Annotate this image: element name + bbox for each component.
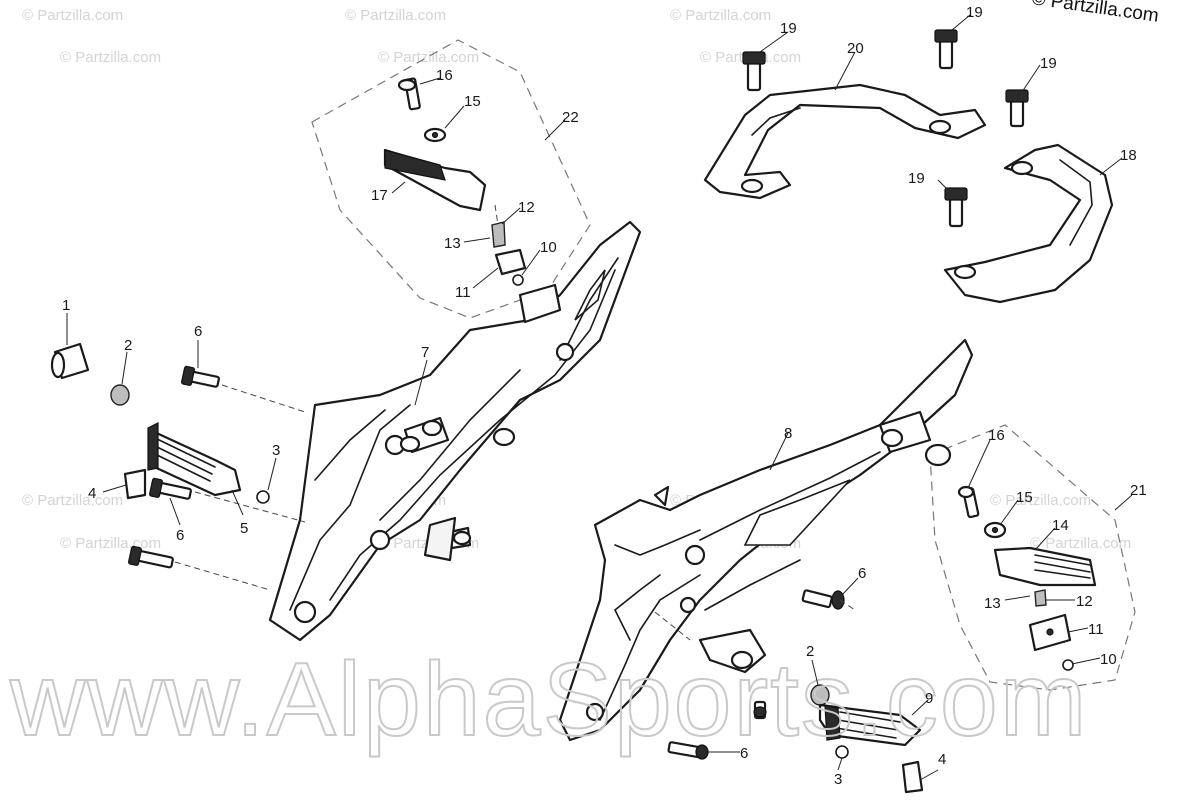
callout-13-right: 13 — [984, 595, 1001, 612]
callout-10-top: 10 — [540, 239, 557, 256]
callout-15-top: 15 — [464, 93, 481, 110]
callout-16-top: 16 — [436, 67, 453, 84]
left-footpeg-assembly — [50, 342, 306, 591]
rear-footpeg-assembly — [957, 485, 1097, 671]
callout-4-right: 4 — [938, 751, 946, 768]
callout-6-d: 6 — [740, 745, 748, 762]
alphasports-watermark: www.AlphaSports.com — [9, 642, 1088, 758]
callout-labels: 1 2 6 3 4 5 6 7 16 15 17 12 13 10 11 22 … — [62, 4, 1147, 788]
callout-9: 9 — [925, 690, 933, 707]
callout-6-a: 6 — [194, 323, 202, 340]
callout-19-a: 19 — [780, 20, 797, 37]
callout-7: 7 — [421, 344, 429, 361]
callout-19-d: 19 — [908, 170, 925, 187]
watermark: © Partzilla.com — [60, 49, 161, 66]
callout-leaders — [66, 14, 1133, 781]
callout-1: 1 — [62, 297, 70, 314]
callout-6-c: 6 — [858, 565, 866, 582]
callout-18: 18 — [1120, 147, 1137, 164]
callout-3-right: 3 — [834, 771, 842, 788]
callout-14: 14 — [1052, 517, 1069, 534]
callout-2-right: 2 — [806, 643, 814, 660]
callout-17: 17 — [371, 187, 388, 204]
right-footpeg-assembly — [654, 589, 924, 794]
grab-rail-rear — [943, 143, 1114, 304]
callout-12-top: 12 — [518, 199, 535, 216]
callout-5: 5 — [240, 520, 248, 537]
watermark: © Partzilla.com — [22, 7, 123, 24]
grab-rail-bolts — [742, 29, 1029, 228]
callout-4-left: 4 — [88, 485, 96, 502]
callout-19-c: 19 — [1040, 55, 1057, 72]
callout-16-right: 16 — [988, 427, 1005, 444]
callout-6-b: 6 — [176, 527, 184, 544]
callout-19-b: 19 — [966, 4, 983, 21]
left-footpeg-bracket — [268, 220, 642, 642]
watermark: © Partzilla.com — [1030, 535, 1131, 552]
callout-13-top: 13 — [444, 235, 461, 252]
callout-2-left: 2 — [124, 337, 132, 354]
callout-10-right: 10 — [1100, 651, 1117, 668]
right-footpeg-bracket — [558, 338, 974, 742]
callout-22: 22 — [562, 109, 579, 126]
watermark: © Partzilla.com — [345, 7, 446, 24]
watermark: © Partzilla.com — [670, 7, 771, 24]
watermark: © Partzilla.com — [22, 492, 123, 509]
callout-21: 21 — [1130, 482, 1147, 499]
upper-footpeg-assembly — [383, 77, 527, 286]
watermark: © Partzilla.com — [60, 535, 161, 552]
assembly-box-21 — [929, 424, 1136, 691]
callout-8: 8 — [784, 425, 792, 442]
callout-11-top: 11 — [455, 284, 471, 301]
watermark: © Partzilla.com — [378, 49, 479, 66]
grab-rail-front — [703, 83, 987, 200]
callout-20: 20 — [847, 40, 864, 57]
callout-15-right: 15 — [1016, 489, 1033, 506]
callout-3-left: 3 — [272, 442, 280, 459]
callout-12-right: 12 — [1076, 593, 1093, 610]
callout-11-right: 11 — [1088, 621, 1104, 638]
watermark: © Partzilla.com — [990, 492, 1091, 509]
